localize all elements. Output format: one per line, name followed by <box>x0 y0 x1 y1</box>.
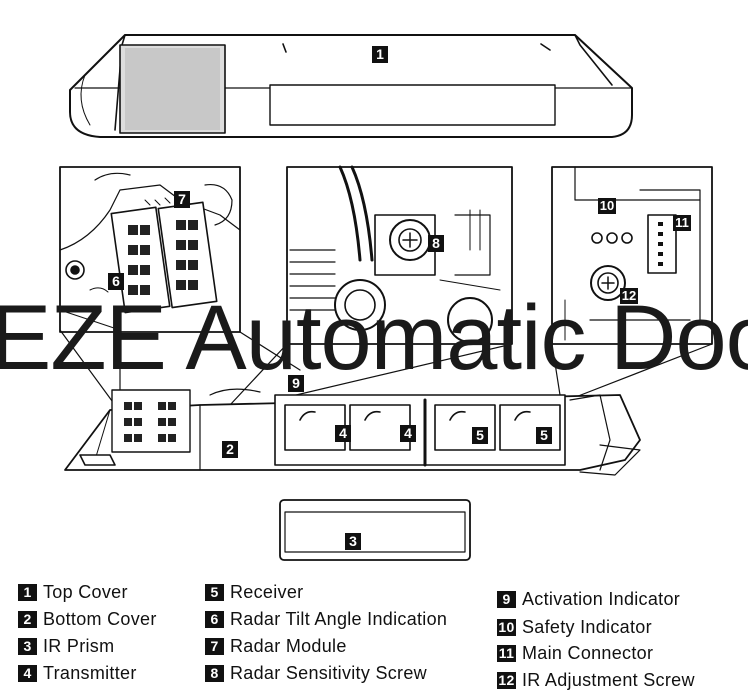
callout-3: 3 <box>345 533 361 550</box>
callout-6: 6 <box>108 273 124 290</box>
callout-leaders <box>59 329 713 406</box>
legend-label: Radar Sensitivity Screw <box>230 663 427 683</box>
legend-label: Top Cover <box>43 582 128 602</box>
legend-label: Radar Module <box>230 636 347 656</box>
legend-item-radar-sensitivity: 8 Radar Sensitivity Screw <box>205 663 427 684</box>
legend-key: 8 <box>205 665 224 682</box>
legend-item-ir-prism: 3 IR Prism <box>18 636 114 657</box>
legend-key: 2 <box>18 611 37 628</box>
legend-item-activation-indicator: 9 Activation Indicator <box>497 589 680 610</box>
legend-item-radar-module: 7 Radar Module <box>205 636 347 657</box>
legend-label: IR Adjustment Screw <box>522 670 695 690</box>
callout-2: 2 <box>222 441 238 458</box>
callout-12: 12 <box>620 288 638 304</box>
legend-label: Receiver <box>230 582 304 602</box>
connector-detail <box>551 166 713 345</box>
callout-7: 7 <box>174 191 190 208</box>
bottom-housing-drawing <box>64 388 641 476</box>
legend-key: 5 <box>205 584 224 601</box>
legend-key: 9 <box>497 591 516 608</box>
legend-item-bottom-cover: 2 Bottom Cover <box>18 609 157 630</box>
legend-key: 12 <box>497 672 516 689</box>
legend-key: 1 <box>18 584 37 601</box>
legend-label: Bottom Cover <box>43 609 157 629</box>
callout-10: 10 <box>598 198 616 214</box>
legend-item-safety-indicator: 10 Safety Indicator <box>497 617 652 638</box>
callout-5b: 5 <box>536 427 552 444</box>
legend-item-ir-adjustment-screw: 12 IR Adjustment Screw <box>497 670 695 691</box>
legend-key: 7 <box>205 638 224 655</box>
watermark-text: EZE Automatic Door <box>0 287 748 389</box>
legend-key: 6 <box>205 611 224 628</box>
callout-5a: 5 <box>472 427 488 444</box>
legend-label: Activation Indicator <box>522 589 681 609</box>
legend-label: Transmitter <box>43 663 137 683</box>
ir-prism-drawing <box>279 499 471 561</box>
legend-item-top-cover: 1 Top Cover <box>18 582 128 603</box>
legend-key: 11 <box>497 645 516 662</box>
legend-item-main-connector: 11 Main Connector <box>497 643 653 664</box>
callout-4a: 4 <box>335 425 351 442</box>
legend-item-radar-tilt: 6 Radar Tilt Angle Indication <box>205 609 447 630</box>
legend-item-receiver: 5 Receiver <box>205 582 303 603</box>
legend-key: 3 <box>18 638 37 655</box>
callout-9: 9 <box>288 375 304 392</box>
sensitivity-screw-detail <box>286 165 513 345</box>
radar-module-detail <box>59 166 241 333</box>
legend-key: 10 <box>497 619 516 636</box>
top-cover-drawing <box>69 34 633 138</box>
callout-1: 1 <box>372 46 388 63</box>
legend-key: 4 <box>18 665 37 682</box>
callout-8: 8 <box>428 235 444 252</box>
callout-11: 11 <box>673 215 691 231</box>
legend-label: Main Connector <box>522 643 654 663</box>
legend-item-transmitter: 4 Transmitter <box>18 663 137 684</box>
legend-label: Safety Indicator <box>522 617 652 637</box>
legend-label: Radar Tilt Angle Indication <box>230 609 448 629</box>
callout-4b: 4 <box>400 425 416 442</box>
legend-label: IR Prism <box>43 636 115 656</box>
